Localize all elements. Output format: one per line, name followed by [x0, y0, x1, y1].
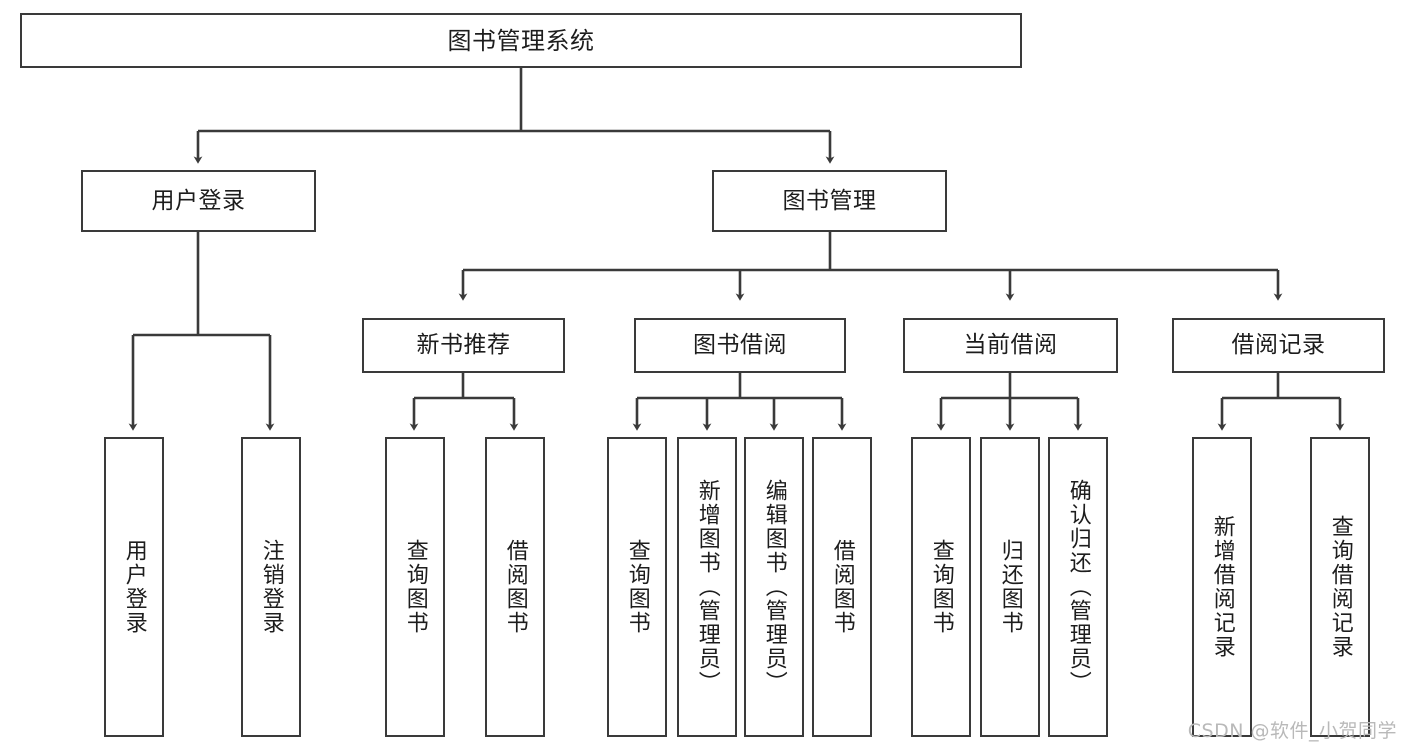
node-label: 归还图书	[997, 539, 1023, 635]
node-label: 查询图书	[928, 539, 954, 635]
node-label: 确认归还（管理员）	[1065, 479, 1091, 695]
node-label: 图书借阅	[693, 332, 787, 359]
node-label: 当前借阅	[963, 332, 1058, 359]
node-label: 借阅记录	[1231, 332, 1326, 359]
node-book-borrow[interactable]: 图书借阅	[634, 318, 846, 373]
leaf-current-return-book[interactable]: 归还图书	[980, 437, 1040, 737]
leaf-borrow-query-book[interactable]: 查询图书	[607, 437, 667, 737]
node-label: 查询借阅记录	[1327, 515, 1353, 659]
leaf-new-book-borrow[interactable]: 借阅图书	[485, 437, 545, 737]
leaf-user-login-logout[interactable]: 注销登录	[241, 437, 301, 737]
node-label: 用户登录	[151, 187, 246, 214]
node-borrow-record[interactable]: 借阅记录	[1172, 318, 1385, 373]
node-label: 查询图书	[624, 539, 650, 635]
node-label: 查询图书	[402, 539, 428, 635]
node-label: 用户登录	[121, 539, 147, 635]
node-label: 借阅图书	[829, 539, 855, 635]
node-current-borrow[interactable]: 当前借阅	[903, 318, 1118, 373]
node-root-system[interactable]: 图书管理系统	[20, 13, 1022, 68]
node-new-book-recommend[interactable]: 新书推荐	[362, 318, 565, 373]
watermark-text: CSDN @软件_小贺同学	[1187, 720, 1397, 742]
node-label: 新增图书（管理员）	[694, 479, 720, 695]
leaf-borrow-add-book[interactable]: 新增图书（管理员）	[677, 437, 737, 737]
node-user-login[interactable]: 用户登录	[81, 170, 316, 232]
node-label: 注销登录	[258, 539, 284, 635]
leaf-current-query-book[interactable]: 查询图书	[911, 437, 971, 737]
leaf-record-query-record[interactable]: 查询借阅记录	[1310, 437, 1370, 737]
node-label: 新增借阅记录	[1209, 515, 1235, 659]
leaf-user-login-login[interactable]: 用户登录	[104, 437, 164, 737]
leaf-borrow-borrow-book[interactable]: 借阅图书	[812, 437, 872, 737]
leaf-borrow-edit-book[interactable]: 编辑图书（管理员）	[744, 437, 804, 737]
leaf-new-book-query[interactable]: 查询图书	[385, 437, 445, 737]
leaf-current-confirm-return[interactable]: 确认归还（管理员）	[1048, 437, 1108, 737]
node-book-management[interactable]: 图书管理	[712, 170, 947, 232]
node-label: 借阅图书	[502, 539, 528, 635]
node-label: 新书推荐	[416, 332, 511, 359]
leaf-record-add-record[interactable]: 新增借阅记录	[1192, 437, 1252, 737]
node-label: 编辑图书（管理员）	[761, 479, 787, 695]
node-label: 图书管理	[782, 187, 877, 214]
node-label: 图书管理系统	[447, 26, 595, 55]
